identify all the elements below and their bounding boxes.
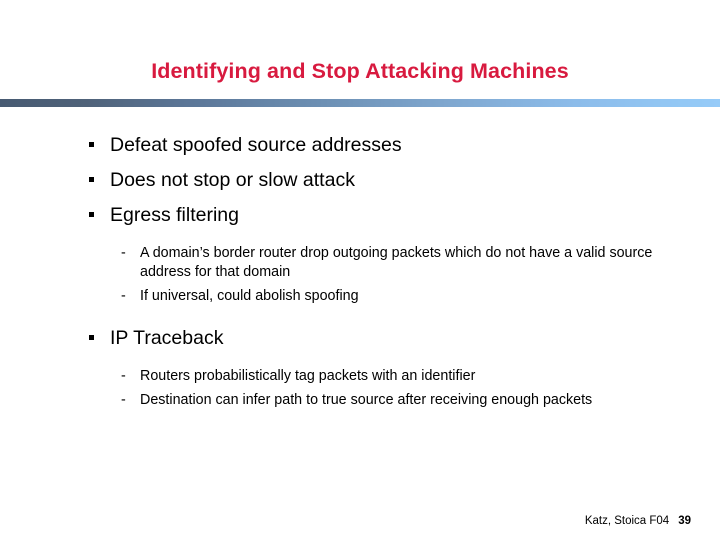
dash-bullet-icon: -: [121, 367, 126, 384]
title-divider-rule: [0, 99, 720, 107]
square-bullet-icon: [89, 334, 94, 340]
spacer: [0, 312, 720, 323]
sub-list: - Routers probabilistically tag packets …: [0, 367, 720, 410]
page-title: Identifying and Stop Attacking Machines: [151, 59, 569, 83]
sub-list-item: - Routers probabilistically tag packets …: [0, 367, 720, 386]
sub-list: - A domain’s border router drop outgoing…: [0, 244, 720, 306]
page-number: 39: [678, 515, 691, 527]
list-item-label: Egress filtering: [110, 204, 239, 226]
sub-list-item: - If universal, could abolish spoofing: [0, 287, 720, 306]
sub-list-item: - A domain’s border router drop outgoing…: [0, 244, 720, 281]
square-bullet-icon: [89, 212, 94, 217]
square-bullet-icon: [89, 177, 94, 182]
list-item: Egress filtering: [0, 200, 720, 230]
list-item: Does not stop or slow attack: [0, 165, 720, 195]
list-item-label: Defeat spoofed source addresses: [110, 134, 402, 156]
spacer: [0, 235, 720, 241]
slide-footer: Katz, Stoica F04 39: [585, 514, 691, 528]
spacer: [0, 358, 720, 364]
bullet-list: Defeat spoofed source addresses Does not…: [0, 130, 720, 416]
dash-bullet-icon: -: [121, 245, 126, 261]
list-item: IP Traceback: [0, 323, 720, 353]
dash-bullet-icon: -: [121, 392, 126, 408]
sub-list-item-label: Destination can infer path to true sourc…: [140, 392, 593, 408]
footer-credit-text: Katz, Stoica F04: [584, 515, 670, 527]
list-item: Defeat spoofed source addresses: [0, 130, 720, 160]
sub-list-item: - Destination can infer path to true sou…: [0, 391, 720, 410]
square-bullet-icon: [89, 142, 94, 147]
sub-list-item-label: If universal, could abolish spoofing: [140, 288, 359, 304]
list-item-label: IP Traceback: [110, 326, 224, 349]
sub-list-item-label: A domain’s border router drop outgoing p…: [140, 245, 653, 280]
list-item-label: Does not stop or slow attack: [110, 169, 355, 191]
dash-bullet-icon: -: [121, 288, 126, 304]
sub-list-item-label: Routers probabilistically tag packets wi…: [140, 367, 476, 384]
